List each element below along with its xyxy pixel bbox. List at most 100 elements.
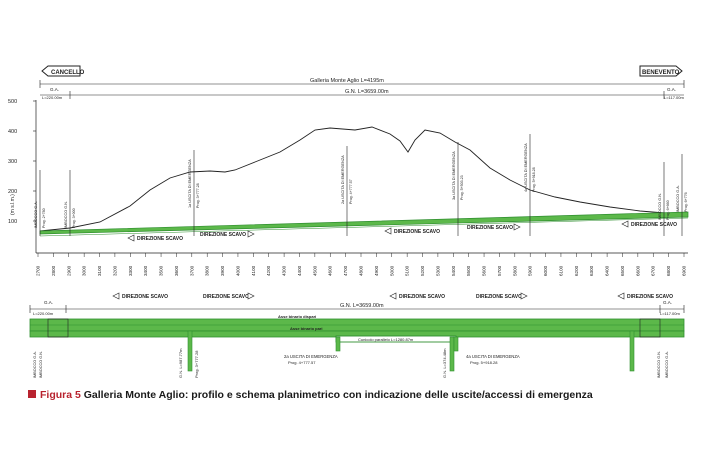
x-tick-label: 5900 (528, 265, 533, 276)
tunnel-length-label: Galleria Monte Aglio L=4195m (310, 78, 384, 84)
svg-text:DIREZIONE SCAVO: DIREZIONE SCAVO (627, 294, 673, 300)
plan-portal-right (639, 318, 661, 338)
exit-shaft-2 (335, 336, 341, 352)
x-tick-label: 3800 (205, 265, 210, 276)
x-tick-label: 3900 (220, 265, 225, 276)
x-tick-label: 6800 (666, 265, 671, 276)
caption-text: Galleria Monte Aglio: profilo e schema p… (80, 389, 593, 401)
terrain-profile (39, 126, 688, 232)
gn-length-label: G.N. L=3659.00m (345, 89, 389, 95)
x-tick-label: 4800 (359, 265, 364, 276)
x-tick-label: 6200 (574, 265, 579, 276)
marker-prog: Prog. 5+503.23 (460, 175, 464, 200)
x-tick-label: 4900 (374, 265, 379, 276)
x-tick-label: 5000 (389, 265, 394, 276)
exit4-label: 4a USCITA DI EMERGENZA (466, 354, 520, 359)
marker-prog: Prog. 4+777.57 (349, 179, 353, 204)
portal-right-label: BENEVENTO (642, 70, 680, 76)
ga-left-label: G.A. (50, 87, 59, 92)
exit-shaft-1 (187, 330, 193, 372)
direction-scavo-2: DIREZIONE SCAVO (200, 230, 255, 238)
direction-scavo-4: DIREZIONE SCAVO (467, 223, 521, 231)
x-tick-label: 6100 (558, 265, 563, 276)
x-tick-label: 4600 (328, 265, 333, 276)
track-odd-label: Asse binario dispari (278, 314, 316, 319)
ga-left-length: L=220.00m (42, 95, 63, 100)
plan-direction-5: DIREZIONE SCAVO (617, 292, 673, 300)
x-tick-label: 3700 (189, 265, 194, 276)
y-tick-label: 200 (8, 189, 17, 195)
marker-prog: Prog. 5+918.28 (532, 167, 536, 192)
svg-text:DIREZIONE SCAVO: DIREZIONE SCAVO (122, 294, 168, 300)
x-tick-label: 3000 (82, 265, 87, 276)
exit-shaft-3 (449, 336, 455, 372)
marker-label: 3a USCITA DI EMERGENZA (452, 151, 456, 200)
track-even-label: Asse binario pari (290, 326, 322, 331)
marker-prog: Prog. 3+000 (72, 208, 76, 228)
x-tick-label: 4400 (297, 265, 302, 276)
x-tick-label: 5100 (405, 265, 410, 276)
plan-ga-left: G.A. (44, 300, 53, 305)
x-tick-label: 4300 (282, 265, 287, 276)
caption-figure-number: Figura 5 (40, 389, 81, 401)
marker-label: IMBOCCO G.N. (64, 201, 68, 228)
x-tick-label: 4000 (235, 265, 240, 276)
y-tick-label: 500 (8, 99, 17, 105)
x-tick-label: 6600 (635, 265, 640, 276)
x-tick-label: 4500 (312, 265, 317, 276)
x-tick-label: 3500 (159, 265, 164, 276)
marker-label: IMBOCCO G.A. (34, 201, 38, 228)
plan-direction-4: DIREZIONE SCAVO (476, 292, 528, 300)
x-tick-label: 3400 (143, 265, 148, 276)
exit3-label: G.N. L=374.48m (442, 348, 447, 378)
x-tick-label: 5800 (512, 265, 517, 276)
plan-end-right-b: IMBOCCO G.A. (665, 351, 669, 378)
plan-ga-left-length: L=220.00m (33, 311, 54, 316)
exit2-label: 2a USCITA DI EMERGENZA (284, 354, 338, 359)
marker-label: 4a USCITA DI EMERGENZA (524, 143, 528, 192)
x-tick-label: 6900 (682, 265, 687, 276)
svg-text:DIREZIONE SCAVO: DIREZIONE SCAVO (203, 294, 249, 300)
plan-direction-1: DIREZIONE SCAVO (112, 292, 168, 300)
svg-text:DIREZIONE SCAVO: DIREZIONE SCAVO (137, 236, 183, 242)
svg-text:DIREZIONE SCAVO: DIREZIONE SCAVO (399, 294, 445, 300)
figure-caption: Figura 5 Galleria Monte Aglio: profilo e… (28, 389, 593, 401)
x-tick-label: 6400 (605, 265, 610, 276)
marker-prog: Prog. 6+776 (684, 192, 688, 212)
plan-end-left-a: IMBOCCO G.A. (33, 351, 37, 378)
svg-text:DIREZIONE SCAVO: DIREZIONE SCAVO (631, 222, 677, 228)
plan-direction-3: DIREZIONE SCAVO (389, 292, 445, 300)
marker-label: 1a USCITA DI EMERGENZA (188, 159, 192, 208)
exit-shaft-4 (453, 336, 459, 352)
x-tick-label: 6300 (589, 265, 594, 276)
x-tick-label: 4700 (343, 265, 348, 276)
x-tick-label: 2700 (36, 265, 41, 276)
marker-label: 2a USCITA DI EMERGENZA (341, 155, 345, 204)
x-tick-label: 4200 (266, 265, 271, 276)
plan-section: G.A. L=220.00m G.A. L=117.00m G.N. L=365… (29, 292, 685, 378)
x-tick-label: 6500 (620, 265, 625, 276)
plan-gn-length: G.N. L=3659.00m (340, 303, 384, 309)
plan-portal-left (47, 318, 69, 338)
x-tick-label: 3600 (174, 265, 179, 276)
direction-scavo-1: DIREZIONE SCAVO (127, 234, 183, 242)
x-tick-label: 5500 (466, 265, 471, 276)
ga-right-length: L=117.00m (664, 95, 684, 100)
y-tick-label: 300 (8, 159, 17, 165)
exit-shaft-5 (629, 330, 635, 372)
x-tick-label: 5400 (451, 265, 456, 276)
exit1-label: G.N. L=987.77m (178, 348, 183, 378)
marker-label: IMBOCCO G.A. (676, 185, 680, 212)
x-tick-label: 5200 (420, 265, 425, 276)
plan-ga-right-length: L=117.00m (660, 311, 680, 316)
x-tick-label: 3300 (128, 265, 133, 276)
x-tick-label: 6000 (543, 265, 548, 276)
plan-direction-2: DIREZIONE SCAVO (203, 292, 255, 300)
x-tick-label: 5600 (482, 265, 487, 276)
svg-text:DIREZIONE SCAVO: DIREZIONE SCAVO (476, 294, 522, 300)
portal-cancello: CANCELLO (41, 65, 85, 77)
